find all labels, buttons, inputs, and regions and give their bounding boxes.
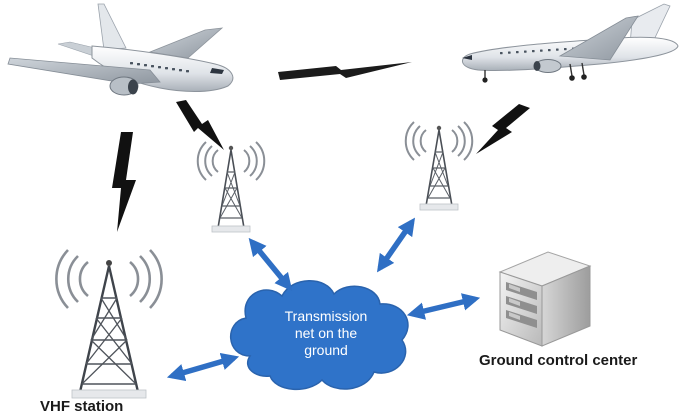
ground-control-center-label: Ground control center <box>479 352 638 369</box>
cloud-label-line-2: net on the <box>294 325 358 341</box>
cloud-label-line-1: Transmission <box>284 308 368 324</box>
aircraft-left-icon <box>7 3 234 96</box>
radio-tower-left-icon <box>196 141 266 233</box>
link-arrows <box>166 217 481 382</box>
arrow-left-tower-cloud <box>248 237 293 292</box>
vhf-station-label: VHF station <box>40 398 124 415</box>
aircraft-right-icon <box>462 3 679 83</box>
cloud-icon <box>229 280 409 391</box>
radio-tower-right-icon <box>404 121 474 211</box>
cloud-label-line-3: ground <box>304 342 348 358</box>
server-icon <box>498 251 592 347</box>
arrow-right-tower-cloud <box>376 217 416 273</box>
lightning-bolt-icon <box>112 62 530 232</box>
vhf-tower-icon <box>55 249 163 399</box>
arrow-cloud-server <box>406 293 481 320</box>
cloud-label: Transmission net on the ground <box>250 308 402 359</box>
arrow-vhf-cloud <box>166 352 240 382</box>
